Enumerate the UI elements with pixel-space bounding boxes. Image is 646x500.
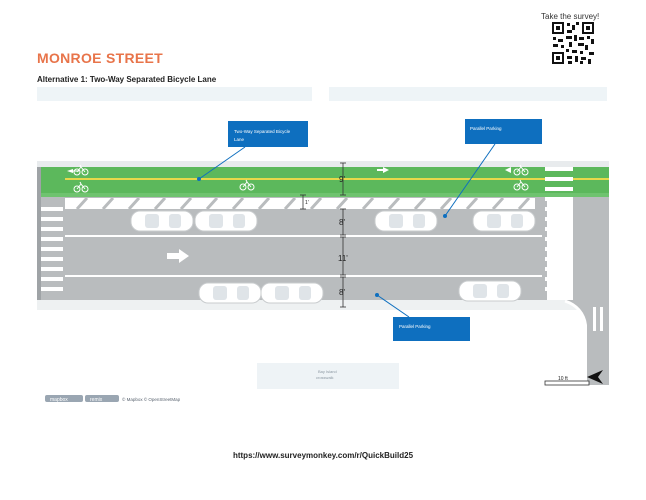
- crosswalk-southeast: [593, 307, 603, 331]
- map-attribution[interactable]: © Mapbox © OpenStreetMap: [122, 396, 181, 402]
- bay-island: [257, 363, 399, 389]
- bike-buffer: [65, 198, 535, 209]
- page-subtitle: Alternative 1: Two-Way Separated Bicycle…: [37, 75, 217, 84]
- north-arrow-icon[interactable]: [587, 370, 603, 384]
- dimension-parking-north: 8': [339, 218, 345, 227]
- parked-car: [374, 210, 438, 232]
- dimension-buffer: 1': [305, 200, 309, 206]
- bay-island-sublabel: crosswalk: [316, 375, 334, 380]
- crosswalk-east: [545, 167, 573, 291]
- callout-bike-lane-line1: Two-Way Separated Bicycle: [234, 129, 291, 134]
- scale-bar: [544, 380, 590, 386]
- callout-leader-parking-top: [444, 143, 496, 217]
- qr-code-icon[interactable]: [551, 21, 595, 65]
- callout-leader-parking-bottom: [376, 294, 410, 318]
- callout-parking-top-label: Parallel Parking: [470, 126, 502, 131]
- parked-car: [130, 210, 194, 232]
- scale-bar-label: 10 ft: [558, 376, 568, 382]
- bike-arrow-right-icon: [377, 167, 389, 173]
- dimension-marker: [300, 162, 346, 308]
- travel-direction-arrow-icon: [167, 249, 189, 263]
- crosswalk-west-edge: [37, 167, 41, 300]
- callout-leader-bike-lane: [198, 146, 246, 180]
- faint-map-band-left: [37, 87, 312, 101]
- bike-arrow-left-icon: [67, 169, 79, 173]
- dimension-bike-lane: 9': [339, 175, 345, 184]
- survey-prompt: Take the survey!: [541, 12, 600, 21]
- dimension-parking-south: 8': [339, 288, 345, 297]
- crosswalk-west: [39, 207, 63, 291]
- parked-car: [458, 280, 522, 302]
- page-title: MONROE STREET: [37, 50, 164, 66]
- remix-logo-icon[interactable]: [85, 395, 119, 402]
- remix-logo-text: remix: [90, 397, 103, 403]
- buffer-hatch: [75, 196, 531, 211]
- parked-car: [472, 210, 536, 232]
- sidewalk-north: [37, 161, 609, 167]
- faint-map-band-right: [329, 87, 607, 101]
- mapbox-logo-text: mapbox: [50, 397, 68, 403]
- parked-car: [194, 210, 258, 232]
- callout-parking-top: [465, 119, 542, 144]
- curb-return-southeast: [565, 300, 609, 385]
- mapbox-logo-icon[interactable]: [45, 395, 83, 402]
- bike-lane-stripe: [37, 193, 609, 197]
- callout-parking-bottom-label: Parallel Parking: [399, 324, 431, 329]
- callout-bike-lane-line2: Lane: [234, 137, 245, 142]
- callout-parking-bottom: [393, 317, 470, 341]
- parked-car: [260, 282, 324, 304]
- east-road-right: [573, 197, 609, 300]
- bike-arrow-left-icon: [505, 167, 511, 173]
- sidewalk-south: [37, 300, 577, 310]
- dimension-travel-lane: 11': [338, 254, 348, 263]
- bay-island-label: Bay Island: [318, 369, 337, 374]
- parked-car: [198, 282, 262, 304]
- callout-bike-lane: [228, 121, 308, 147]
- survey-url-link[interactable]: https://www.surveymonkey.com/r/QuickBuil…: [232, 451, 414, 460]
- street-cross-section-diagram: 9' 1' 8' 11' 8' Two-Way Separated Bicycl…: [37, 87, 609, 403]
